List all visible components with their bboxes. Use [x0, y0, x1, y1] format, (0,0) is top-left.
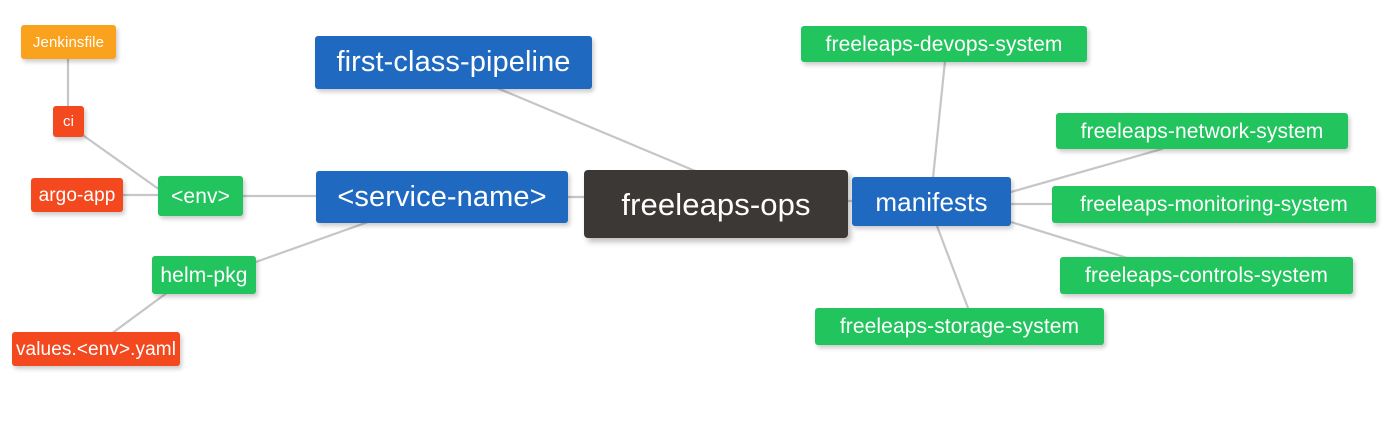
node-label: <service-name> [337, 180, 547, 213]
node-service-name[interactable]: <service-name> [316, 171, 568, 223]
node-freeleaps-ops-root[interactable]: freeleaps-ops [584, 170, 848, 238]
node-label: freeleaps-devops-system [825, 32, 1063, 56]
edge-valuesyaml-helmpkg [109, 290, 170, 336]
edge-helmpkg-servicename [251, 220, 370, 265]
node-argo-app[interactable]: argo-app [31, 178, 123, 212]
edge-manifests-storage [935, 224, 970, 310]
node-first-class-pipeline[interactable]: first-class-pipeline [315, 36, 592, 89]
node-label: first-class-pipeline [336, 46, 571, 78]
node-freeleaps-controls-system[interactable]: freeleaps-controls-system [1060, 257, 1353, 294]
node-label: freeleaps-ops [621, 186, 811, 222]
node-env[interactable]: <env> [158, 176, 243, 216]
node-freeleaps-network-system[interactable]: freeleaps-network-system [1056, 113, 1348, 149]
node-label: values.<env>.yaml [15, 338, 177, 360]
edge-pipeline-root [495, 86, 702, 175]
node-freeleaps-storage-system[interactable]: freeleaps-storage-system [815, 308, 1104, 345]
node-label: <env> [171, 184, 230, 208]
node-jenkinsfile[interactable]: Jenkinsfile [21, 25, 116, 59]
node-label: freeleaps-storage-system [839, 315, 1080, 338]
node-freeleaps-monitoring-system[interactable]: freeleaps-monitoring-system [1052, 186, 1376, 223]
node-label: helm-pkg [160, 263, 248, 287]
node-values-yaml[interactable]: values.<env>.yaml [12, 332, 180, 366]
node-label: freeleaps-controls-system [1085, 264, 1328, 287]
node-label: manifests [875, 186, 988, 217]
edge-manifests-devops [931, 59, 947, 180]
node-label: freeleaps-monitoring-system [1080, 193, 1348, 216]
node-label: ci [62, 113, 75, 130]
node-helm-pkg[interactable]: helm-pkg [152, 256, 256, 294]
node-label: Jenkinsfile [32, 33, 105, 51]
node-ci[interactable]: ci [53, 106, 84, 137]
node-manifests[interactable]: manifests [852, 177, 1011, 226]
node-freeleaps-devops-system[interactable]: freeleaps-devops-system [801, 26, 1087, 62]
node-label: freeleaps-network-system [1080, 119, 1324, 143]
node-label: argo-app [38, 184, 116, 206]
